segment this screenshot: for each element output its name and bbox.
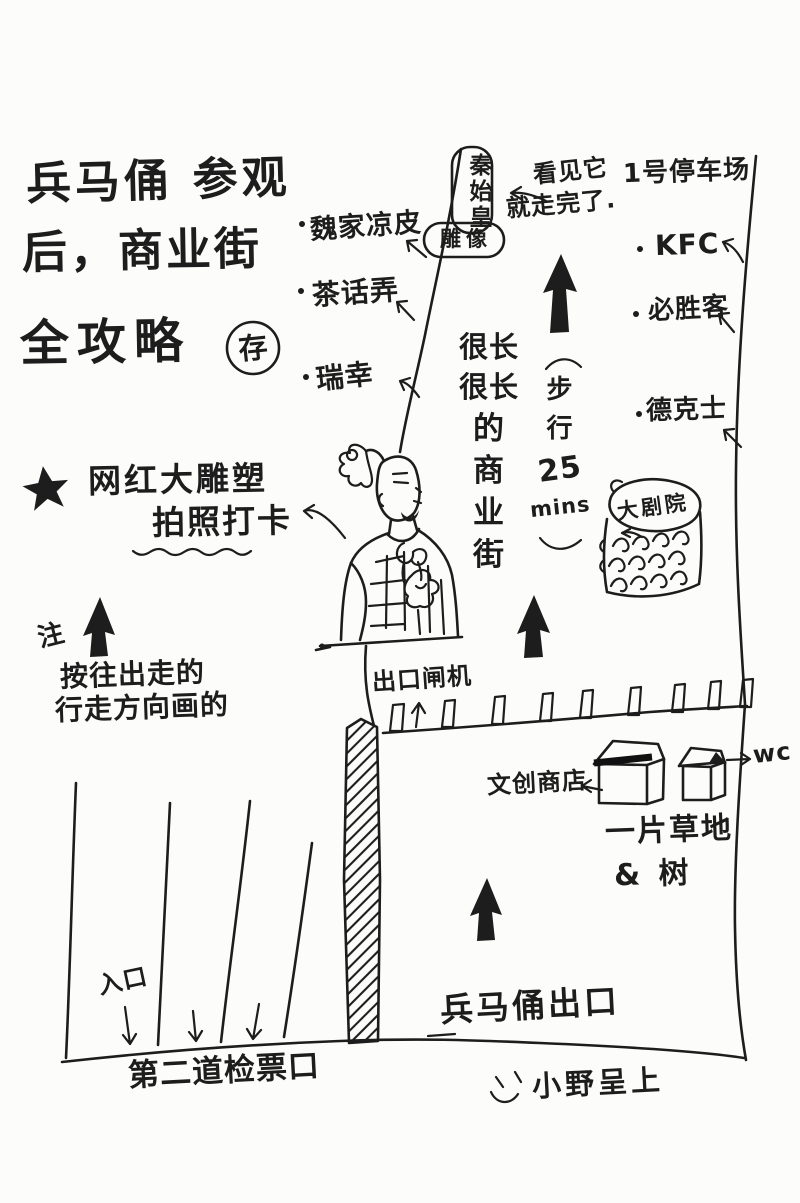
- shop-house-label: 文创商店: [486, 766, 588, 800]
- statue-sign-name: 秦始皇: [465, 153, 491, 231]
- shop-label-kfc: KFC: [654, 226, 720, 263]
- arrow-pizza-icon: [717, 311, 736, 334]
- arrow-to-sign-icon: [509, 185, 548, 203]
- walk-char: 25: [535, 449, 585, 491]
- note-line1: 按往出走的: [59, 655, 206, 694]
- street-char: 商: [473, 452, 505, 489]
- map-title-line2: 后，商业街: [21, 221, 263, 280]
- star-icon: [22, 466, 69, 511]
- pointer-arrows: [121, 185, 752, 1046]
- landmark-label-line1: 网红大雕塑: [87, 458, 269, 501]
- grass-label-line1: 一片草地: [604, 810, 734, 851]
- direction-arrows: [83, 254, 577, 941]
- arrow-entrance-icon: [121, 1005, 138, 1046]
- shop-label-pizzahut: 必胜客: [647, 291, 730, 327]
- note-line2: 行走方向画的: [54, 687, 230, 728]
- walk-char: 步: [546, 375, 574, 405]
- save-badge-circle: [225, 320, 281, 376]
- arrow-entrance-icon: [187, 1009, 204, 1043]
- bullet-dot: [299, 221, 305, 227]
- smiley-icon: [489, 1070, 523, 1104]
- arrow-gates-icon: [410, 701, 427, 729]
- bullet-dot: [303, 374, 309, 380]
- grass-label-line2: & 树: [613, 855, 694, 894]
- up-arrow-icon: [517, 595, 550, 658]
- arrow-dicos-icon: [722, 427, 743, 449]
- street-char: 的: [473, 410, 505, 447]
- arrow-wc-icon: [725, 751, 752, 767]
- walk-note-parens: [538, 358, 583, 550]
- bullet-dot: [298, 288, 304, 294]
- statue-sign-bubble-label: 雕像: [440, 227, 492, 251]
- street-char: 很长: [458, 369, 519, 404]
- statue-sign-outline: [422, 145, 506, 259]
- wc-house-sketch: [677, 746, 727, 802]
- bullet-dot: [636, 411, 642, 417]
- shop-label-dicos: 德克士: [645, 393, 728, 427]
- arrow-shop2-icon: [395, 299, 416, 322]
- street-char: 很长: [458, 330, 519, 364]
- terracotta-warrior-sketch: [314, 443, 464, 652]
- walk-time-note: 步 行 25 mins: [529, 375, 592, 522]
- arrow-landmark-icon: [302, 503, 347, 540]
- walk-char: mins: [528, 492, 592, 523]
- arrow-kfc-icon: [721, 237, 745, 264]
- walk-char: 行: [546, 413, 574, 444]
- save-badge-char: 存: [236, 329, 270, 367]
- street-length-note: 很长 很长 的 商 业 街: [452, 330, 526, 574]
- arrow-shop1-icon: [405, 238, 428, 259]
- wavy-underline: [131, 547, 253, 557]
- map-title-line1: 兵马俑 参观: [25, 150, 292, 211]
- landmark-label-line2: 拍照打卡: [151, 500, 293, 543]
- signature-label: 小野呈上: [531, 1062, 665, 1104]
- parking-label: 1号停车场: [622, 154, 751, 190]
- shop-label-chahualong: 茶话弄: [310, 273, 400, 312]
- up-arrow-icon: [543, 254, 577, 333]
- street-char: 街: [473, 537, 505, 574]
- bullet-dot: [637, 246, 643, 252]
- shop-house-sketch: [592, 739, 666, 806]
- shop-label-luckin: 瑞幸: [314, 357, 376, 396]
- map-title-line3: 全攻略: [19, 312, 192, 373]
- up-arrow-icon: [470, 878, 502, 941]
- arrow-entrance-icon: [245, 1002, 263, 1041]
- arrow-shop3-icon: [398, 376, 421, 399]
- entrance-queue-lines: [60, 781, 746, 1064]
- exit-gates-sketch: [381, 677, 755, 735]
- up-arrow-icon: [83, 597, 115, 657]
- grand-theatre-sketch: [599, 477, 703, 598]
- bullet-dot: [633, 311, 639, 317]
- wc-label: wc: [751, 737, 793, 769]
- hatched-wall-sketch: [342, 717, 382, 1045]
- street-char: 业: [473, 494, 505, 531]
